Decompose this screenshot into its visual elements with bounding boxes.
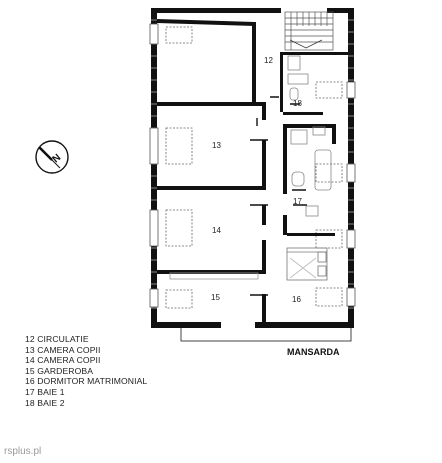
bathroom-18-fixtures — [287, 55, 309, 101]
room-number-12: 12 — [264, 56, 273, 65]
room-number-13: 13 — [212, 141, 221, 150]
room-number-17: 17 — [293, 197, 302, 206]
room-number-16: 16 — [292, 295, 301, 304]
room-number-18: 18 — [293, 99, 302, 108]
door-marks — [250, 96, 307, 296]
legend-item: 12 CIRCULATIE — [25, 334, 89, 344]
north-arrow-icon: N — [35, 140, 69, 174]
legend-item: 17 BAIE 1 — [25, 386, 65, 397]
legend-item: 15 GARDEROBA — [25, 365, 94, 376]
staircase — [284, 11, 334, 51]
bed-room-16 — [286, 247, 328, 281]
room-legend: 12 CIRCULATIE 13 CAMERA COPII 14 CAMERA … — [25, 334, 147, 408]
interior-walls — [157, 19, 348, 322]
legend-item: 14 CAMERA COPII — [25, 355, 101, 366]
site-watermark[interactable]: rsplus.pl — [4, 446, 42, 457]
legend-item: 13 CAMERA COPII — [25, 344, 101, 355]
windows-left — [149, 23, 159, 308]
legend-item: 16 DORMITOR MATRIMONIAL — [25, 376, 148, 387]
terrace-outline — [180, 328, 352, 342]
roof-windows — [165, 26, 343, 309]
room-number-14: 14 — [212, 226, 221, 235]
room-numbers: 12 13 14 15 16 17 18 — [211, 56, 302, 304]
room-number-15: 15 — [211, 293, 220, 302]
windows-right — [346, 81, 356, 307]
legend-item: 18 BAIE 2 — [25, 397, 65, 408]
plan-title: MANSARDA — [287, 347, 340, 357]
wardrobe-room-15 — [169, 272, 259, 280]
bathroom-17-fixtures — [290, 126, 332, 217]
